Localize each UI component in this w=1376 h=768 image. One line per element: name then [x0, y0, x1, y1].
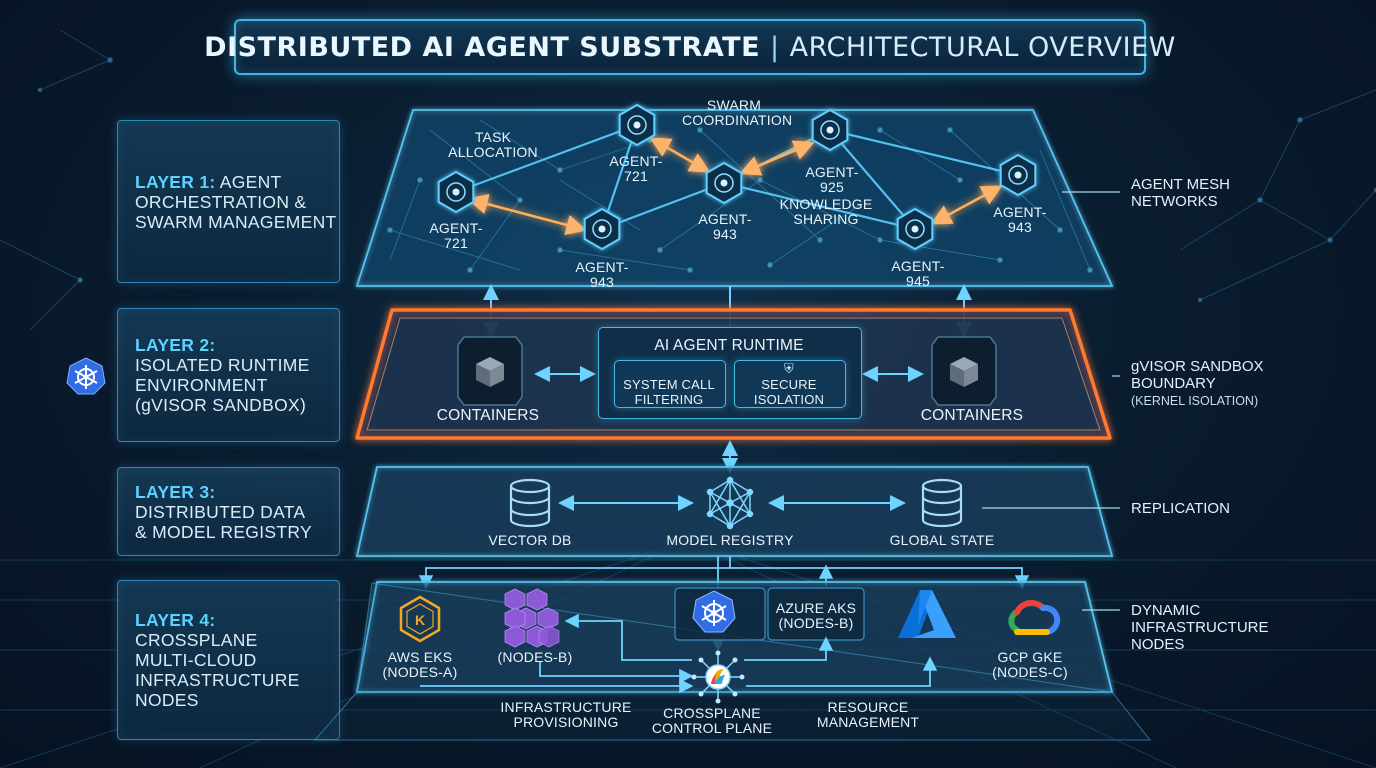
layer-3-text: LAYER 3: DISTRIBUTED DATA & MODEL REGIST… [135, 482, 312, 542]
ai-core-icon [811, 108, 849, 152]
agent-label-7: AGENT-943 [993, 204, 1047, 235]
cube-icon-left [457, 336, 523, 406]
containers-right-label: CONTAINERS [920, 407, 1024, 424]
diagram-title: DISTRIBUTED AI AGENT SUBSTRATE | ARCHITE… [204, 19, 1175, 75]
layer-1-desc: AGENT ORCHESTRATION & SWARM MANAGEMENT [135, 171, 337, 232]
gvisor-boundary-sub: (KERNEL ISOLATION) [1131, 394, 1259, 408]
layer-1-plane [355, 103, 1114, 287]
kubernetes-icon [66, 357, 106, 395]
layer-2-head: LAYER 2: [135, 335, 216, 355]
secure-isolation-label: SECURE ISOLATION [753, 377, 825, 407]
title-main: DISTRIBUTED AI AGENT SUBSTRATE [204, 31, 761, 63]
layer-1-text: LAYER 1: AGENT ORCHESTRATION & SWARM MAN… [135, 172, 337, 232]
google-cloud-icon [1008, 600, 1061, 635]
secure-isolation-box [734, 360, 846, 408]
knowledge-sharing-label: KNOWLEDGE SHARING [779, 196, 873, 227]
layer-2-card: LAYER 2: ISOLATED RUNTIME ENVIRONMENT (g… [117, 308, 340, 442]
nodes-b-label: (NODES-B) [497, 649, 573, 665]
ai-core-icon [896, 207, 934, 251]
azure-aks-label: AZURE AKS (NODES-B) [775, 600, 857, 631]
shield-icon: ⛨ [784, 361, 794, 376]
layer-4-text: LAYER 4: CROSSPLANE MULTI-CLOUD INFRASTR… [135, 610, 300, 710]
aws-eks-label: AWS EKS (NODES-A) [382, 649, 458, 680]
layer-1-head: LAYER 1: [135, 171, 216, 192]
layer-3-head: LAYER 3: [135, 481, 216, 502]
task-allocation-label: TASK ALLOCATION [448, 129, 538, 160]
database-icon-vector [509, 478, 551, 528]
layer-2-text: LAYER 2: ISOLATED RUNTIME ENVIRONMENT (g… [135, 335, 310, 415]
kubernetes-icon-l4 [692, 590, 736, 633]
crossplane-control-plane-label: CROSSPLANE CONTROL PLANE [651, 705, 773, 736]
azure-icon [898, 590, 956, 638]
swarm-coordination-label: SWARM COORDINATION [682, 97, 793, 128]
global-state-label: GLOBAL STATE [889, 532, 995, 548]
layer-4-card: LAYER 4: CROSSPLANE MULTI-CLOUD INFRASTR… [117, 580, 340, 740]
title-subtitle: ARCHITECTURAL OVERVIEW [789, 31, 1176, 63]
layer-4-head: LAYER 4: [135, 610, 216, 630]
dynamic-infra-nodes-label: DYNAMIC INFRASTRUCTURE NODES [1131, 602, 1269, 653]
agent-mesh-networks-label: AGENT MESH NETWORKS [1131, 176, 1230, 210]
model-registry-label: MODEL REGISTRY [666, 532, 794, 548]
ai-core-icon [437, 170, 475, 214]
layer-1-card: LAYER 1: AGENT ORCHESTRATION & SWARM MAN… [117, 120, 340, 283]
agent-label-3: AGENT-943 [575, 259, 629, 290]
agent-label-2: AGENT-721 [609, 153, 663, 184]
agent-label-1: AGENT-721 [429, 220, 483, 251]
syscall-filter-label: SYSTEM CALL FILTERING [623, 377, 715, 407]
database-icon-global [921, 478, 963, 528]
gvisor-boundary-main: gVISOR SANDBOX BOUNDARY [1131, 358, 1264, 392]
ai-core-icon [618, 103, 656, 147]
svg-text:K: K [415, 612, 425, 628]
cube-icon-right [931, 336, 997, 406]
agent-label-6: AGENT-945 [891, 258, 945, 289]
ai-core-icon [583, 207, 621, 251]
layer-2-desc: ISOLATED RUNTIME ENVIRONMENT (gVISOR SAN… [135, 355, 310, 415]
layer-4-desc: CROSSPLANE MULTI-CLOUD INFRASTRUCTURE NO… [135, 630, 300, 710]
containers-left-label: CONTAINERS [436, 407, 540, 424]
hex-cluster-icon [504, 588, 560, 648]
agent-label-4: AGENT-943 [698, 211, 752, 242]
gcp-gke-label: GCP GKE (NODES-C) [992, 649, 1068, 680]
network-graph-icon [706, 476, 754, 530]
replication-label: REPLICATION [1131, 500, 1230, 517]
vector-db-label: VECTOR DB [488, 532, 572, 548]
syscall-filter-box [614, 360, 726, 408]
agent-label-5: AGENT-925 [805, 164, 859, 195]
aws-eks-icon: K [399, 595, 441, 643]
infra-provisioning-label: INFRASTRUCTURE PROVISIONING [500, 699, 632, 730]
resource-management-label: RESOURCE MANAGEMENT [816, 699, 920, 730]
ai-core-icon [705, 161, 743, 205]
ai-core-icon [999, 153, 1037, 197]
title-separator: | [770, 31, 780, 63]
crossplane-icon [691, 650, 745, 704]
layer-3-card: LAYER 3: DISTRIBUTED DATA & MODEL REGIST… [117, 467, 340, 556]
agent-nodes [437, 103, 1037, 251]
runtime-title: AI AGENT RUNTIME [654, 337, 804, 354]
layer-3-desc: DISTRIBUTED DATA & MODEL REGISTRY [135, 501, 312, 542]
gvisor-boundary-label: gVISOR SANDBOX BOUNDARY (KERNEL ISOLATION… [1131, 358, 1264, 410]
